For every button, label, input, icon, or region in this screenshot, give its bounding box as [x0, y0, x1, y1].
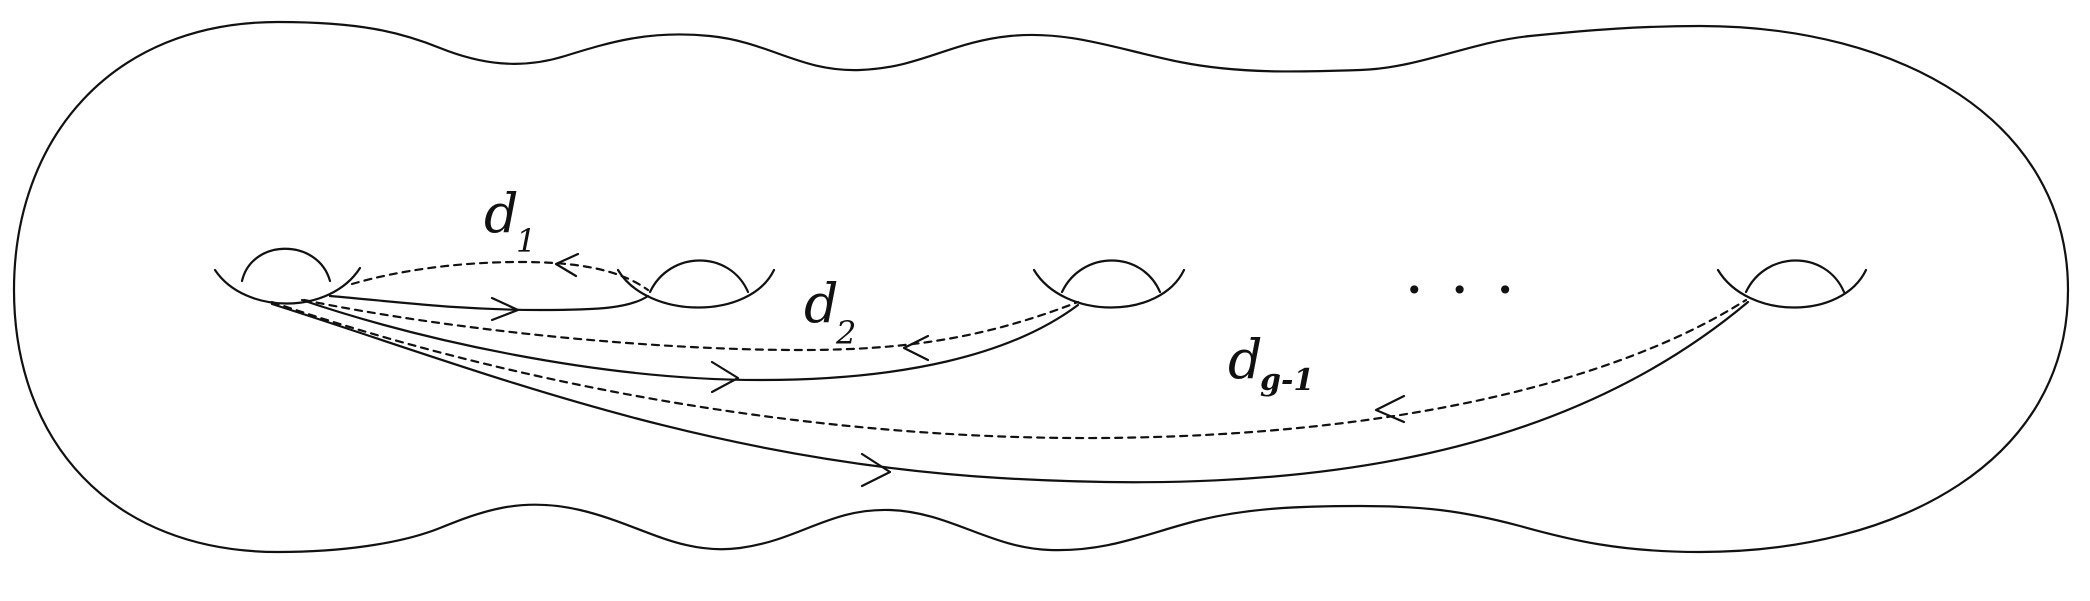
label-d1: d 1 — [484, 182, 536, 260]
hole-2-lower-arc — [616, 268, 776, 309]
arrow-dg-solid — [860, 452, 892, 488]
surface-outline — [12, 20, 2070, 554]
curve-d1-dashed — [350, 260, 650, 292]
label-d2-sub: 2 — [835, 314, 856, 352]
curve-dg-solid — [270, 300, 1750, 484]
ellipsis: • • • — [1406, 274, 1523, 307]
hole-1-upper-arc — [240, 247, 332, 283]
curve-dg-dashed — [270, 298, 1748, 440]
label-d2: d 2 — [804, 272, 856, 352]
label-dg: d g-1 — [1228, 328, 1314, 398]
arrow-d1-dashed — [554, 252, 580, 278]
hole-4-upper-arc — [1744, 259, 1846, 294]
curve-d2-solid — [300, 298, 1080, 382]
label-dg-sub: g-1 — [1260, 363, 1314, 398]
label-d1-sub: 1 — [516, 222, 536, 260]
curve-d2-dashed — [302, 298, 1080, 352]
arrow-d2-dashed — [902, 334, 930, 362]
arrow-d1-solid — [490, 296, 520, 322]
hole-2-upper-arc — [648, 259, 750, 294]
curve-d1-solid — [328, 294, 650, 312]
hole-4-lower-arc — [1716, 268, 1868, 309]
hole-3-lower-arc — [1032, 268, 1186, 309]
hole-1-lower-arc — [213, 266, 362, 305]
arrow-dg-dashed — [1374, 394, 1406, 424]
hole-3-upper-arc — [1060, 259, 1162, 294]
label-d1-main: d — [484, 182, 519, 245]
label-d2-main: d — [804, 272, 839, 335]
arrow-d2-solid — [710, 360, 740, 394]
label-dg-main: d — [1228, 328, 1263, 391]
